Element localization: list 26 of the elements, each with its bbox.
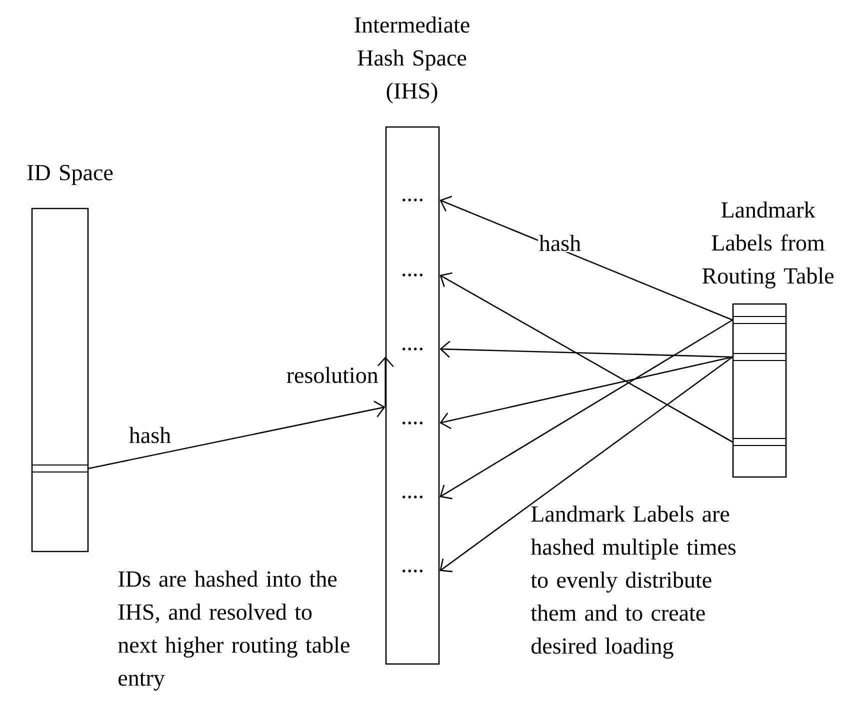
dotted-row: .... — [402, 348, 422, 350]
edge-label: hash — [128, 426, 172, 444]
arrow — [440, 196, 733, 321]
arrow — [440, 356, 733, 572]
arrow — [376, 356, 394, 407]
arrow — [440, 319, 733, 500]
edge-label: hash — [538, 234, 582, 252]
column-heading: Landmark Labels from Routing Table — [702, 202, 834, 288]
arrow — [88, 400, 386, 470]
slot-bar — [732, 438, 786, 446]
column-heading: ID Space — [27, 164, 113, 186]
note: IDs are hashed into the IHS, and resolved to next higher routing table entry — [118, 570, 350, 691]
slot-bar — [732, 353, 786, 361]
slot-bar — [732, 316, 786, 324]
note: Landmark Labels are hashed multiple times to evenly distribute them and to create desired loading — [530, 506, 736, 659]
dotted-row: .... — [402, 570, 422, 572]
dotted-row: .... — [402, 496, 422, 498]
dotted-row: .... — [402, 198, 422, 202]
slot-bar — [32, 464, 88, 472]
dotted-row: .... — [402, 422, 422, 424]
edge-label: resolution — [285, 366, 380, 384]
arrow — [440, 340, 733, 358]
column-heading: Intermediate Hash Space (IHS) — [354, 16, 470, 104]
arrow — [440, 356, 733, 430]
dotted-row: .... — [402, 274, 422, 276]
arrow — [440, 272, 733, 443]
